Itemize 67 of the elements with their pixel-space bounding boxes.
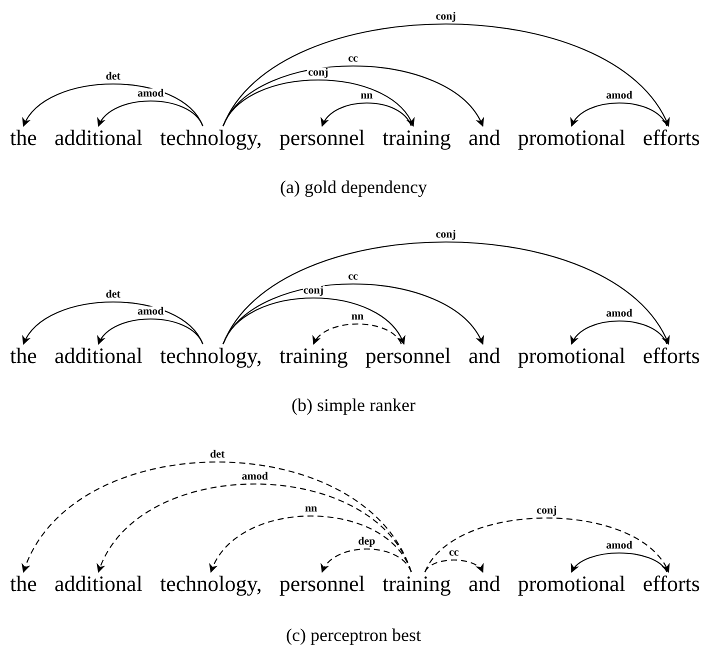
edge-label: cc — [347, 272, 359, 282]
dependency-arc — [322, 102, 412, 127]
edge-label: amod — [605, 90, 634, 102]
edge-label: conj — [302, 286, 325, 296]
edge-label: conj — [536, 506, 558, 516]
word: technology, — [160, 344, 262, 368]
dependency-arc — [222, 80, 414, 127]
edge-label: det — [104, 290, 122, 300]
edge-label: conj — [434, 230, 457, 240]
word: and — [468, 344, 500, 368]
edge-label: amod — [605, 308, 634, 320]
edge-label: amod — [136, 306, 165, 318]
edge-label: nn — [304, 504, 318, 514]
dependency-arc — [22, 302, 204, 345]
edge-label: cc — [448, 548, 460, 558]
word: efforts — [642, 344, 700, 368]
word: training — [382, 126, 451, 150]
word: efforts — [642, 572, 700, 596]
word: the — [10, 572, 37, 596]
dependency-arc — [210, 516, 412, 573]
word: additional — [54, 126, 142, 150]
edge-label: nn — [360, 90, 374, 102]
edge-label: conj — [307, 68, 330, 78]
dependency-arc — [322, 548, 412, 573]
word: training — [279, 344, 348, 368]
edge-label: dep — [357, 536, 376, 548]
dependency-arc — [222, 24, 670, 127]
dependency-arc — [313, 323, 402, 345]
word: promotional — [518, 126, 626, 150]
word: training — [382, 572, 451, 596]
dependency-arc — [222, 298, 404, 345]
dependency-arc — [98, 318, 204, 345]
edge-label: nn — [350, 312, 365, 322]
word: additional — [54, 572, 142, 596]
dependency-arc — [571, 552, 668, 573]
edge-label: cc — [347, 54, 359, 64]
word: promotional — [518, 344, 626, 368]
word: personnel — [279, 572, 365, 596]
edge-label: amod — [605, 540, 634, 552]
word: personnel — [279, 126, 365, 150]
subfigure-caption: (c) perceptron best — [286, 626, 421, 644]
dependency-arc — [222, 242, 670, 345]
dependency-arc — [424, 518, 670, 573]
word: efforts — [642, 126, 700, 150]
word: technology, — [160, 572, 262, 596]
word: personnel — [365, 344, 451, 368]
dependency-arc — [571, 320, 668, 345]
word: promotional — [518, 572, 626, 596]
dependency-arc — [98, 100, 204, 127]
dependency-arc — [571, 102, 668, 127]
word: the — [10, 344, 37, 368]
edge-label: amod — [136, 88, 165, 100]
word: the — [10, 126, 37, 150]
edge-label: amod — [240, 472, 269, 482]
word: and — [468, 126, 500, 150]
dependency-arc — [222, 284, 484, 345]
word: and — [468, 572, 500, 596]
edge-label: det — [209, 450, 226, 460]
word: additional — [54, 344, 142, 368]
subfigure-caption: (a) gold dependency — [280, 178, 427, 196]
edge-label: det — [104, 72, 122, 82]
dependency-arc — [424, 559, 484, 573]
subfigure-caption: (b) simple ranker — [292, 396, 416, 414]
dependency-arc — [98, 484, 412, 573]
word: technology, — [160, 126, 262, 150]
dependency-arc — [22, 84, 204, 127]
edge-label: conj — [434, 12, 457, 22]
